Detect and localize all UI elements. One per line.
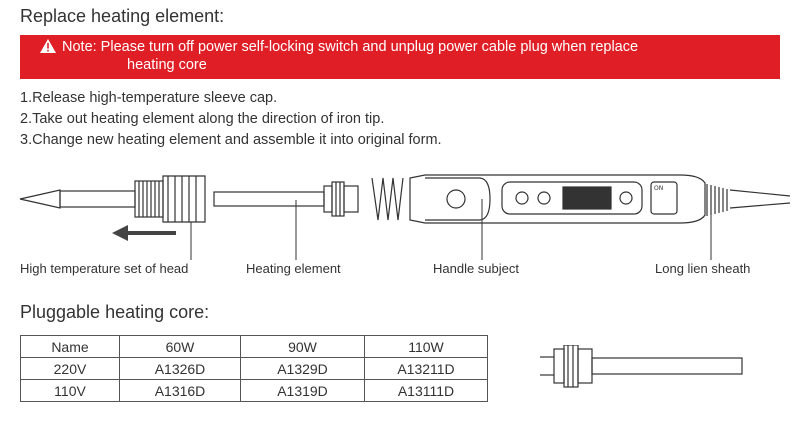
step-item: 1.Release high-temperature sleeve cap. — [20, 90, 278, 106]
svg-text:ON: ON — [654, 185, 663, 192]
step-item: 3.Change new heating element and assembl… — [20, 132, 442, 148]
table-cell: A1326D — [119, 357, 241, 380]
table-row: 110V A1316D A1319D A13111D — [20, 379, 488, 402]
section-title: Pluggable heating core: — [20, 302, 210, 322]
table-cell: A1329D — [240, 357, 365, 380]
table-header-cell: 60W — [119, 335, 241, 358]
table-cell: 110V — [20, 379, 120, 402]
table-header-cell: Name — [20, 335, 120, 358]
heating-core-illustration — [540, 345, 743, 388]
table-cell: A13211D — [364, 357, 488, 380]
note-line-1: Note: Please turn off power self-locking… — [62, 39, 639, 55]
table-cell: A1319D — [240, 379, 365, 402]
note-line-2: heating core — [127, 57, 207, 73]
label-handle: Handle subject — [433, 261, 519, 276]
table-row: 220V A1326D A1329D A13211D — [20, 357, 488, 380]
warning-icon — [40, 39, 56, 53]
table-cell: 220V — [20, 357, 120, 380]
steps-list: 1.Release high-temperature sleeve cap. 2… — [20, 88, 442, 151]
step-item: 2.Take out heating element along the dir… — [20, 111, 385, 127]
table-cell: A13111D — [364, 379, 488, 402]
warning-banner: Note: Please turn off power self-locking… — [20, 35, 780, 79]
table-header-cell: 110W — [364, 335, 488, 358]
table-header-row: Name 60W 90W 110W — [20, 335, 488, 358]
soldering-iron-diagram: ON — [19, 174, 791, 260]
heating-core-table: Name 60W 90W 110W 220V A1326D A1329D A13… — [20, 335, 488, 402]
table-cell: A1316D — [119, 379, 241, 402]
table-header-cell: 90W — [240, 335, 365, 358]
label-head: High temperature set of head — [20, 261, 189, 276]
page-title: Replace heating element: — [20, 6, 225, 26]
label-sheath: Long lien sheath — [655, 261, 751, 276]
label-heating-element: Heating element — [246, 261, 341, 276]
